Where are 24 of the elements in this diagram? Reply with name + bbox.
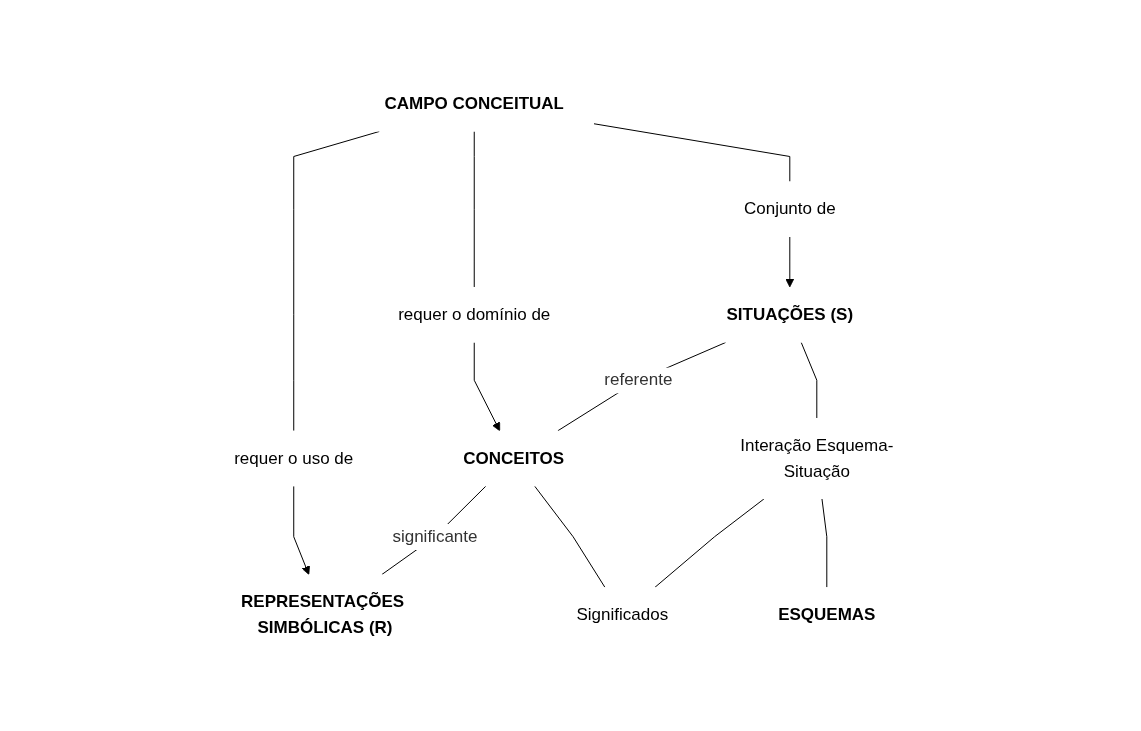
connector xyxy=(593,123,790,182)
connector xyxy=(533,485,605,588)
connector xyxy=(381,485,486,575)
edge-label: referente xyxy=(603,370,672,390)
node-text: Significados xyxy=(576,604,668,624)
node-text: REPRESENTAÇÕES SIMBÓLICAS (R) xyxy=(240,592,404,637)
node-text: requer o uso de xyxy=(233,448,353,468)
arrow xyxy=(473,341,500,431)
connector xyxy=(473,130,475,288)
node-text: CONCEITOS xyxy=(462,448,564,468)
connector xyxy=(654,498,764,588)
arrow xyxy=(785,236,794,288)
node-text: Interação Esquema-Situação xyxy=(739,435,893,481)
connector xyxy=(800,341,817,419)
node-text: requer o domínio de xyxy=(397,304,550,324)
node-text: CAMPO CONCEITUAL xyxy=(384,93,564,113)
connector xyxy=(821,498,827,588)
node-text: ESQUEMAS xyxy=(777,604,876,624)
connector xyxy=(292,130,380,431)
node-text: Conjunto de xyxy=(743,199,836,219)
node-text: SITUAÇÕES (S) xyxy=(726,304,853,324)
arrow xyxy=(292,485,310,575)
connector xyxy=(556,341,726,431)
edge-label: significante xyxy=(392,526,478,546)
